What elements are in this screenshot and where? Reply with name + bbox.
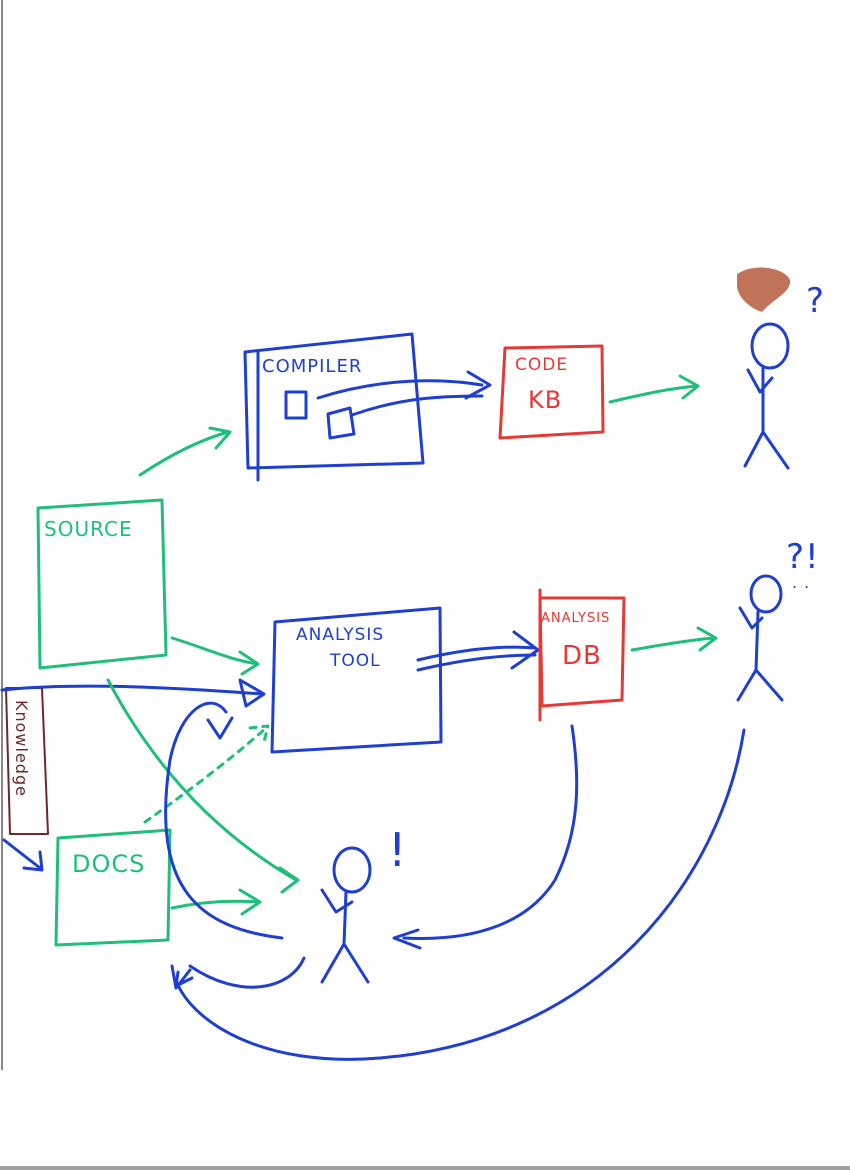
db-label: DB	[562, 641, 602, 671]
stick-figure-surprised: ?! . .	[736, 537, 820, 702]
analysis-label: ANALYSIS	[296, 625, 384, 645]
source-label: SOURCE	[44, 517, 133, 541]
analysis-tool-box: ANALYSIS TOOL	[270, 606, 443, 754]
stick-figure-confused: ?	[737, 267, 825, 470]
analysis-db-box: ANALYSIS DB	[538, 588, 626, 722]
stick-figure-excited: !	[320, 823, 407, 984]
compiler-inner-square-1	[284, 390, 308, 420]
person2-to-bottom-loop	[170, 728, 746, 1061]
source-to-compiler-arrow	[138, 426, 232, 477]
source-box: SOURCE	[36, 498, 168, 670]
db-to-person-arrow	[630, 626, 718, 652]
docs-label: DOCS	[72, 850, 145, 878]
compiler-inner-square-2	[326, 406, 356, 440]
code-kb-box: CODE KB	[498, 344, 605, 440]
compiler-inner-arrow-1	[316, 370, 492, 400]
codekb-to-person-arrow	[608, 374, 700, 404]
compiler-inner-arrow-2	[350, 394, 484, 417]
analysis-to-db-arrow	[416, 630, 540, 672]
question-exclaim-mark: ?!	[786, 537, 820, 577]
compiler-box: COMPILER	[243, 332, 492, 482]
knowledge-to-docs-arrow	[2, 838, 44, 872]
source-to-person-arrow	[106, 678, 300, 894]
source-to-analysis-arrow	[170, 636, 260, 676]
kb-label: KB	[528, 386, 562, 414]
tool-label: TOOL	[329, 651, 381, 671]
person3-to-docs-loop	[174, 956, 306, 989]
question-mark-1: ?	[806, 281, 825, 321]
knowledge-to-analysis-arrow	[0, 678, 266, 708]
compiler-label: COMPILER	[262, 356, 362, 377]
knowledge-bar: Knowledge	[5, 687, 49, 835]
docs-box: DOCS	[54, 828, 172, 947]
knowledge-label: Knowledge	[12, 700, 31, 797]
hat-icon	[737, 267, 791, 312]
bottom-gray-bar	[0, 1166, 850, 1170]
docs-to-person-arrow	[170, 888, 262, 916]
dots-mark: . .	[792, 573, 810, 592]
person-to-analysis-loop	[164, 701, 284, 940]
analysis-db-top-label: ANALYSIS	[541, 611, 610, 626]
docs-to-analysis-dotted-arrow	[143, 724, 270, 824]
exclamation-mark: !	[388, 823, 407, 877]
code-label: CODE	[515, 355, 568, 375]
db-to-person-loop	[392, 724, 579, 950]
